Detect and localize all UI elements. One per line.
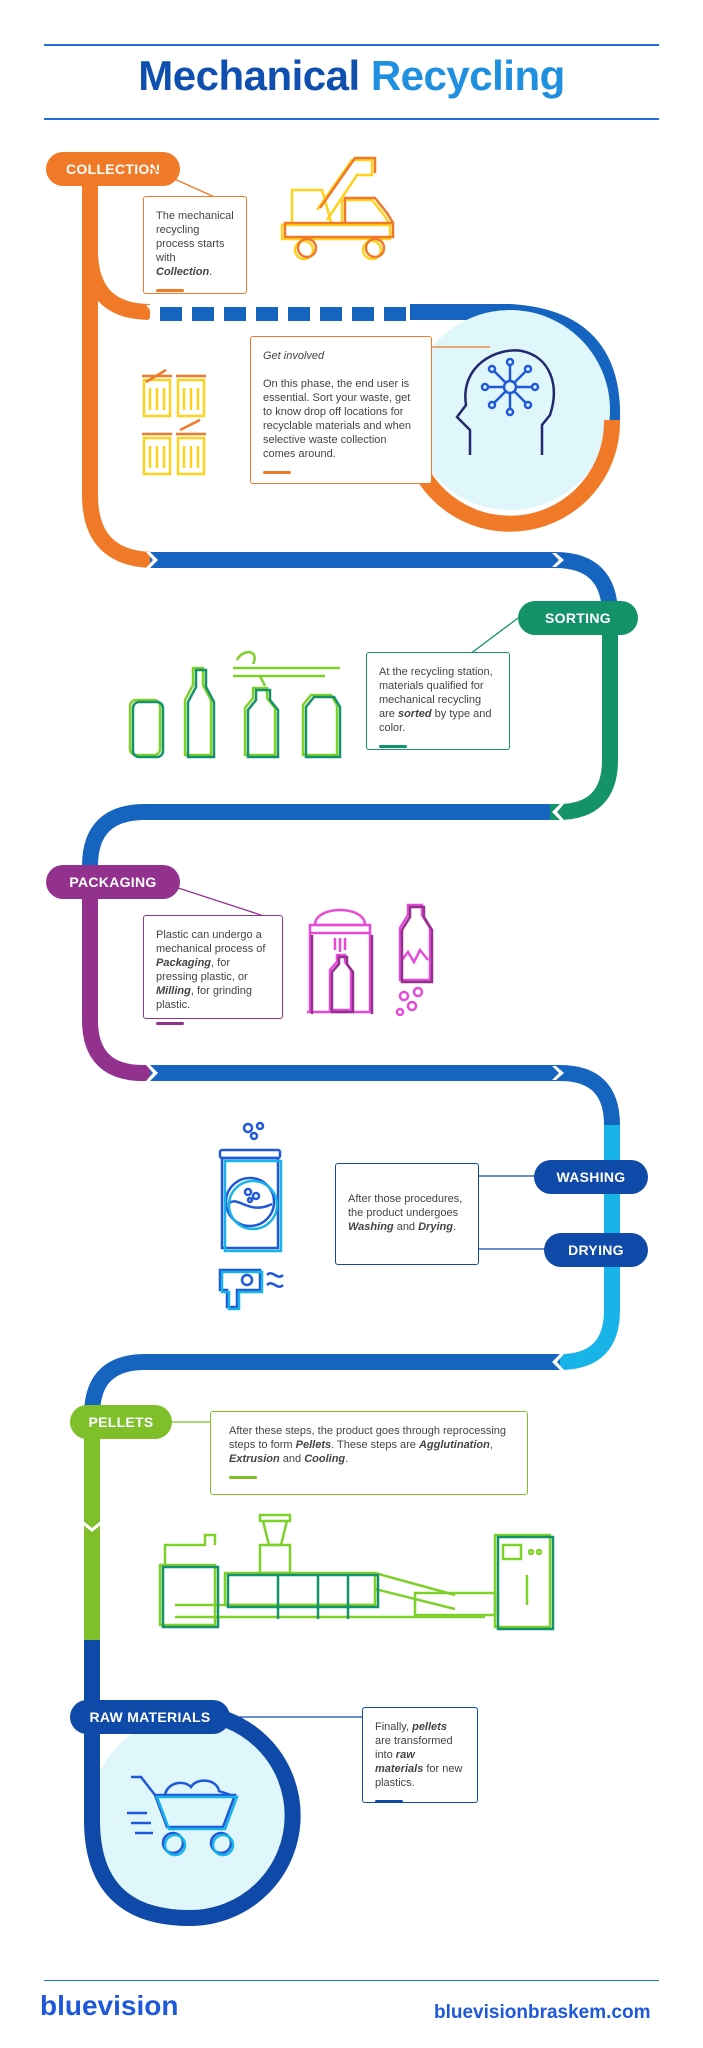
- callout-pointer-involved: [430, 346, 490, 348]
- raw-text: Finally,: [375, 1721, 413, 1733]
- raw-text-end: for new plastics.: [375, 1763, 463, 1789]
- pellets-text: After these steps, the product goes thro…: [229, 1425, 506, 1451]
- callout-pointer-raw: [228, 1716, 363, 1718]
- trash-bins-icon: [142, 368, 206, 476]
- washing-text-end: .: [452, 1221, 457, 1233]
- step-label-drying: DRYING: [544, 1233, 648, 1267]
- packaging-accent-line: [156, 1022, 184, 1025]
- head-brain-icon: [455, 349, 555, 455]
- collection-info-box: The mechanical recycling process starts …: [143, 196, 247, 294]
- callout-pointer-pellets: [170, 1421, 210, 1423]
- step-label-raw-materials: RAW MATERIALS: [70, 1700, 230, 1734]
- pellets-text-em2: Agglutination: [418, 1439, 490, 1451]
- packaging-info-box: Plastic can undergo a mechanical process…: [143, 915, 283, 1025]
- sorting-info-box: At the recycling station, materials qual…: [366, 652, 510, 750]
- packaging-text-em2: Milling: [156, 985, 191, 997]
- pellets-accent-line: [229, 1476, 257, 1479]
- get-involved-box: Get involved On this phase, the end user…: [250, 336, 432, 484]
- callout-pointer-packaging: [159, 881, 271, 919]
- sorting-accent-line: [379, 745, 407, 748]
- step-label-washing: WASHING: [534, 1160, 648, 1194]
- raw-text-mid: are transformed into: [375, 1735, 453, 1761]
- washing-text: After those procedures, the product unde…: [348, 1193, 463, 1219]
- truck-icon: [280, 156, 395, 261]
- footer-rule: [44, 1980, 659, 1981]
- raw-materials-info-box: Finally, pellets are transformed into ra…: [362, 1707, 478, 1803]
- get-involved-accent-line: [263, 471, 291, 474]
- title-part1: Mechanical: [138, 52, 360, 99]
- pellets-text-em1: Pellets: [295, 1439, 332, 1451]
- packaging-text-em1: Packaging: [156, 957, 212, 969]
- raw-text-em1: pellets: [412, 1721, 447, 1733]
- washing-info-box: After those procedures, the product unde…: [335, 1163, 479, 1265]
- raw-text-em2: raw materials: [375, 1749, 424, 1775]
- get-involved-heading: Get involved: [263, 350, 325, 362]
- page-title: Mechanical Recycling: [0, 52, 703, 100]
- title-part2: Recycling: [370, 52, 565, 99]
- packaging-text-mid: , for pressing plastic, or: [156, 957, 248, 983]
- pellets-text-mid2: ,: [489, 1439, 493, 1451]
- callout-pointer-sorting: [469, 617, 519, 655]
- collection-text-end: .: [209, 266, 213, 278]
- step-label-sorting: SORTING: [518, 601, 638, 635]
- pellets-text-em3: Extrusion: [229, 1453, 280, 1465]
- washing-text-em2: Drying: [418, 1221, 453, 1233]
- washing-text-em1: Washing: [348, 1221, 394, 1233]
- washing-text-mid: and: [393, 1221, 419, 1233]
- pellets-text-mid3: and: [279, 1453, 305, 1465]
- raw-accent-line: [375, 1800, 403, 1803]
- press-icon: [307, 908, 374, 1014]
- step-label-collection: COLLECTION: [46, 152, 180, 186]
- pellets-text-em4: Cooling: [304, 1453, 346, 1465]
- collection-text: The mechanical recycling process starts …: [156, 210, 234, 264]
- collection-accent-line: [156, 289, 184, 292]
- sorting-text-em: sorted: [397, 708, 432, 720]
- milling-bottle-icon: [395, 903, 434, 1017]
- dryer-icon: [218, 1268, 284, 1311]
- wheelbarrow-icon: [127, 1775, 239, 1857]
- extruder-machine-icon: [158, 1513, 555, 1631]
- bottles-icon: [128, 651, 342, 759]
- get-involved-text: On this phase, the end user is essential…: [263, 378, 411, 460]
- footer-brand: bluevision: [40, 1990, 179, 2021]
- packaging-text: Plastic can undergo a mechanical process…: [156, 929, 266, 955]
- collection-text-em: Collection: [156, 266, 210, 278]
- sorting-text-end: by type and color.: [379, 708, 492, 734]
- header-top-rule: [44, 44, 659, 46]
- step-label-pellets: PELLETS: [70, 1405, 172, 1439]
- pellets-text-end: .: [345, 1453, 349, 1465]
- footer-url[interactable]: bluevisionbraskem.com: [434, 2002, 651, 2023]
- step-label-packaging: PACKAGING: [46, 865, 180, 899]
- sorting-text: At the recycling station, materials qual…: [379, 666, 493, 720]
- pellets-text-mid: . These steps are: [331, 1439, 419, 1451]
- pellets-info-box: After these steps, the product goes thro…: [210, 1411, 528, 1495]
- packaging-text-end: , for grinding plastic.: [156, 985, 252, 1011]
- header-bottom-rule: [44, 118, 659, 120]
- washing-machine-icon: [218, 1121, 283, 1253]
